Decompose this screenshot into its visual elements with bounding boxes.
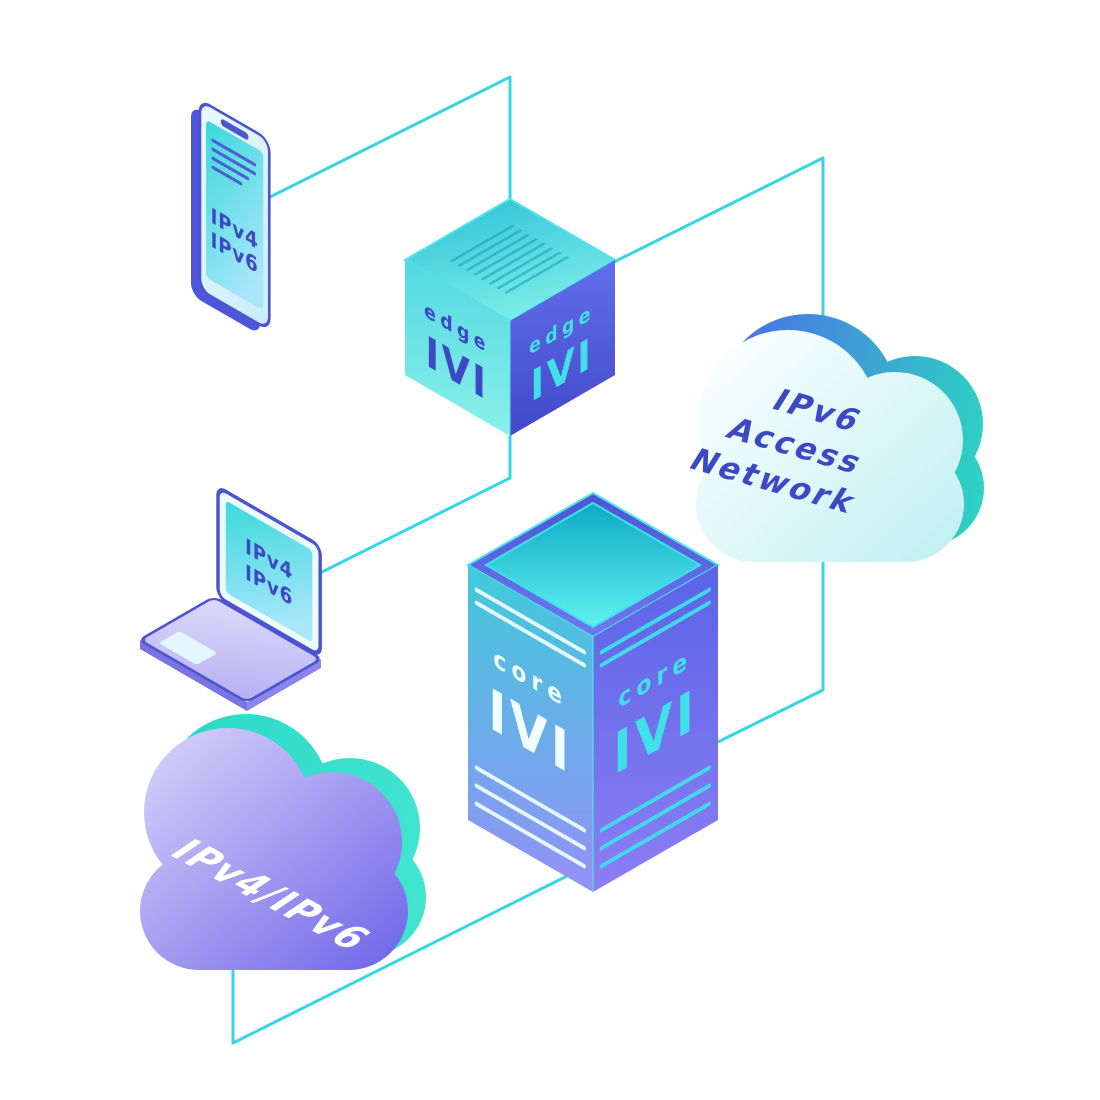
access-cloud-body	[696, 330, 964, 562]
core-left-detail-lines	[474, 587, 586, 869]
access-cloud: IPv6 Access Network	[683, 314, 984, 562]
edge-router-circuit-lines	[449, 224, 569, 294]
smartphone: IPv4 IPv6	[191, 102, 271, 331]
laptop: IPv4 IPv6	[140, 488, 322, 711]
laptop-screen	[225, 502, 313, 641]
connector-core-dualstack-cloud	[231, 862, 592, 1045]
phone-speaker-icon	[220, 119, 249, 140]
laptop-trackpad	[160, 631, 216, 665]
core-router-right-face	[593, 565, 718, 892]
phone-screen	[206, 121, 264, 309]
dual-stack-cloud-body	[140, 728, 408, 970]
laptop-base	[141, 597, 320, 702]
core-router-left-face	[468, 565, 593, 892]
laptop-base-right-edge	[247, 659, 321, 711]
phone-screen-text-lines	[211, 138, 257, 186]
core-router-top-panel	[484, 501, 702, 629]
core-right-detail-lines	[599, 587, 711, 869]
core-router: core IVI core IVI	[465, 491, 721, 892]
edge-router-right-face	[510, 260, 615, 436]
edge-router-left-face	[405, 260, 510, 436]
edge-router: edge IVI edge IVI	[403, 197, 617, 436]
dual-stack-cloud: IPv4/IPv6	[140, 714, 426, 970]
laptop-base-front-edge	[140, 640, 247, 711]
